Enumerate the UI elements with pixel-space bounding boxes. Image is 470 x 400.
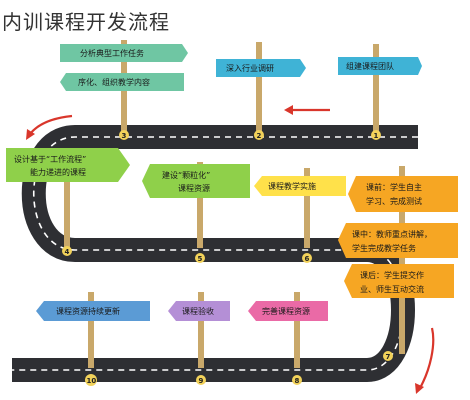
post-8: [294, 292, 300, 368]
road-center-line: [12, 136, 418, 371]
marker-7: [383, 351, 393, 361]
sign-during-class-label-1: 课中：教师重点讲解，: [352, 229, 432, 239]
marker-9: [196, 375, 206, 385]
arrowhead-top-right-icon: [284, 105, 293, 115]
sign-resource-update-label: 课程资源持续更新: [56, 306, 120, 316]
arrowhead-bottom-right-icon: [415, 383, 424, 394]
arrow-bottom-right-icon: [419, 327, 435, 389]
direction-arrows: [26, 105, 435, 394]
marker-9-label: 9: [199, 377, 204, 385]
sign-analyze-tasks: [60, 44, 188, 62]
sign-after-class-label-2: 业、师生互动交流: [360, 284, 424, 294]
marker-3: [119, 130, 129, 140]
post-10: [88, 292, 94, 368]
marker-5: [195, 253, 205, 263]
marker-7-label: 7: [386, 353, 391, 361]
sign-granular-resources-label-1: 建设“颗粒化”: [162, 170, 210, 180]
post-2: [256, 42, 262, 136]
sign-before-class-label-1: 课前：学生自主: [366, 182, 422, 192]
sign-build-team: [338, 57, 422, 75]
marker-5-label: 5: [198, 255, 203, 263]
sign-resource-update: [36, 301, 150, 321]
marker-2: [254, 130, 264, 140]
sign-granular-resources: [142, 164, 250, 198]
marker-2-label: 2: [257, 132, 262, 140]
sign-before-class: [348, 176, 458, 212]
post-9: [198, 292, 204, 368]
sign-improve-resources: [248, 301, 328, 321]
sign-design-course: [6, 148, 130, 182]
sign-teaching-implementation: [254, 176, 346, 196]
marker-1-label: 1: [374, 132, 379, 140]
marker-10-label: 10: [87, 377, 97, 385]
marker-4: [62, 246, 72, 256]
sign-build-team-label: 组建课程团队: [346, 61, 394, 71]
diagram-title: 内训课程开发流程: [2, 10, 170, 34]
sign-organize-content-label: 序化、组织教学内容: [78, 77, 150, 87]
sign-design-course-label-1: 设计基于“工作流程”: [14, 154, 86, 164]
sign-during-class-label-2: 学生完成教学任务: [352, 243, 416, 253]
marker-6: [302, 253, 312, 263]
marker-1: [371, 130, 381, 140]
post-4: [64, 148, 70, 248]
marker-8: [292, 375, 302, 385]
sign-after-class: [344, 264, 454, 298]
sign-industry-research: [216, 59, 306, 77]
marker-8-label: 8: [295, 377, 300, 385]
sign-after-class-label-1: 课后：学生提交作: [360, 270, 424, 280]
marker-10: [85, 374, 97, 386]
sign-teaching-implementation-label: 课程教学实施: [268, 181, 316, 191]
sign-organize-content: [60, 73, 184, 91]
sign-industry-research-label: 深入行业调研: [226, 63, 274, 73]
marker-3-label: 3: [122, 132, 127, 140]
sign-acceptance-label: 课程验收: [182, 306, 214, 316]
signs: 分析典型工作任务 序化、组织教学内容 深入行业调研 组建课程团队 设计基于“工作…: [6, 44, 458, 321]
sign-before-class-label-2: 学习、完成测试: [366, 196, 422, 206]
sign-analyze-tasks-label: 分析典型工作任务: [80, 48, 144, 58]
sign-during-class: [338, 223, 458, 258]
step-markers: 1 2 3 4 5 6 7 8 9 10: [62, 130, 393, 386]
post-3: [373, 44, 379, 136]
post-5: [197, 162, 203, 248]
marker-6-label: 6: [305, 255, 310, 263]
post-7: [399, 166, 405, 354]
sign-granular-resources-label-2: 课程资源: [178, 183, 210, 193]
marker-4-label: 4: [65, 248, 70, 256]
post-6: [304, 168, 310, 248]
arrow-top-left-icon: [29, 114, 73, 135]
sign-acceptance: [168, 301, 230, 321]
arrowhead-top-left-icon: [26, 129, 35, 140]
sign-design-course-label-2: 能力递进的课程: [30, 167, 86, 177]
sign-improve-resources-label: 完善课程资源: [262, 306, 310, 316]
sign-posts: [64, 40, 405, 368]
